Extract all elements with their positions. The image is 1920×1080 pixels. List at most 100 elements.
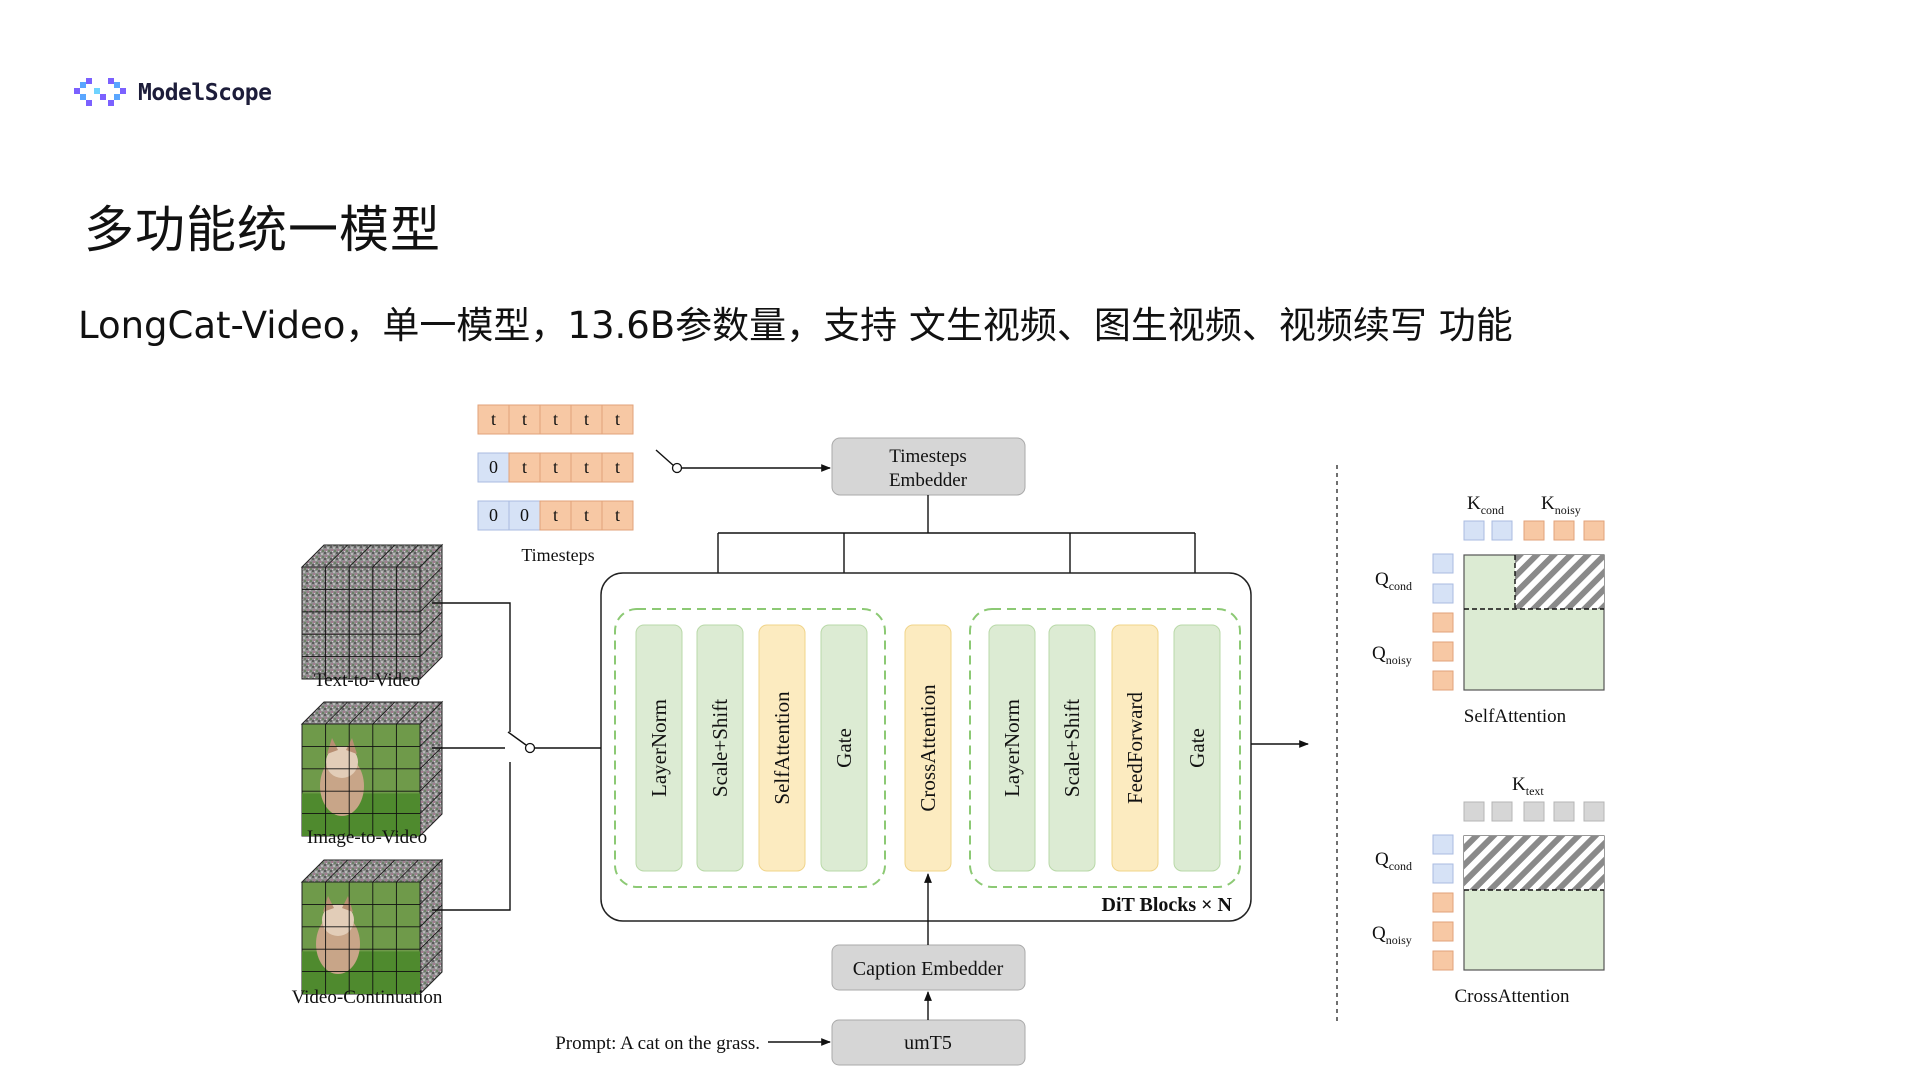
page-subtitle: LongCat-Video，单一模型，13.6B参数量，支持 文生视频、图生视频…: [78, 304, 1513, 347]
timestep-switch-lever: [655, 449, 675, 467]
dit-layer-layernorm-label: LayerNorm: [647, 699, 671, 797]
timestep-value: t: [522, 457, 527, 477]
timestep-cell: [601, 500, 634, 531]
dit-layer-scaleshift-label: Scale+Shift: [708, 699, 732, 797]
text-video-connector: [432, 602, 511, 732]
dit-layer-scaleshift: [696, 624, 744, 872]
cube-side-face: [419, 543, 443, 681]
timestep-cell: [539, 500, 572, 531]
cube-top-face: [300, 859, 444, 883]
page-title: 多功能统一模型: [84, 201, 441, 259]
dit-layer-layernorm-label: LayerNorm: [1000, 699, 1024, 797]
cube-top-face: [300, 544, 444, 568]
cube-grid-line: [419, 611, 443, 635]
ca-caption: CrossAttention: [1454, 986, 1570, 1007]
sa-query-token: [1432, 612, 1454, 633]
timestep-cell: [570, 500, 603, 531]
dit-layer-gate-label: Gate: [1185, 728, 1209, 768]
sa-key-token: [1553, 520, 1575, 541]
dit-group-attention: [614, 608, 886, 888]
sa-query-token: [1432, 641, 1454, 662]
cube-grid-line: [419, 791, 443, 814]
timesteps-embedder-label: Timesteps: [889, 446, 966, 467]
timestep-value: 0: [489, 505, 498, 525]
input-cube-video-continuation: [300, 858, 444, 996]
caption-embedder-label: Caption Embedder: [853, 958, 1004, 980]
modelscope-logo: ModelScope: [74, 78, 272, 108]
input-cube-text-to-video: [300, 543, 444, 681]
ca-key-token: [1463, 801, 1485, 822]
cube-top-face: [300, 701, 444, 725]
timestep-cell: [477, 452, 510, 483]
cube-grid-line: [372, 544, 396, 568]
dit-layer-layernorm: [988, 624, 1036, 872]
cat-head: [322, 904, 354, 936]
sa-caption: SelfAttention: [1464, 706, 1567, 727]
cube-grid-line: [419, 768, 443, 792]
dit-layer-gate-label: Gate: [832, 728, 856, 768]
cube-grid-line: [419, 926, 443, 950]
sa-key-token: [1463, 520, 1485, 541]
sa-key-token: [1491, 520, 1513, 541]
timestep-cell: [508, 452, 541, 483]
timestep-cell: [570, 452, 603, 483]
cube-grid-line: [419, 746, 443, 770]
cube-grid-line: [372, 859, 396, 883]
sa-q-noisy-label: Qnoisy: [1372, 643, 1412, 667]
dit-layer-crossattention-label: CrossAttention: [916, 684, 940, 812]
logo-text: ModelScope: [138, 80, 272, 106]
ca-key-token: [1523, 801, 1545, 822]
timestep-cell: [508, 404, 541, 435]
timestep-value: 0: [520, 505, 529, 525]
dit-blocks-label: DiT Blocks × N: [1102, 894, 1233, 916]
dit-group-feedforward: [969, 608, 1241, 888]
timestep-switch-pivot: [671, 462, 683, 474]
sa-k-cond-label: Kcond: [1467, 493, 1504, 517]
timestep-value: t: [553, 505, 558, 525]
timestep-value: t: [584, 409, 589, 429]
timestep-cell: [601, 452, 634, 483]
dit-layer-gate: [1173, 624, 1221, 872]
ca-query-token: [1432, 834, 1454, 855]
timestep-value: t: [584, 505, 589, 525]
sa-query-token: [1432, 553, 1454, 574]
timestep-value: t: [615, 409, 620, 429]
timesteps-embedder-label: Embedder: [889, 470, 968, 491]
cube-grid-line: [348, 859, 372, 883]
dit-layer-selfattention-label: SelfAttention: [770, 691, 794, 805]
timestep-cell: [570, 404, 603, 435]
prompt-label: Prompt: A cat on the grass.: [555, 1033, 760, 1054]
ca-key-token: [1491, 801, 1513, 822]
cube-grid-line: [419, 882, 443, 905]
cube-grid-line: [419, 904, 443, 928]
sa-masked-region: [1515, 555, 1604, 609]
timestep-cell: [539, 404, 572, 435]
input-label: Text-to-Video: [314, 670, 420, 691]
ca-q-noisy-label: Qnoisy: [1372, 923, 1412, 947]
cube-side-face: [419, 858, 443, 996]
ca-k-text-label: Ktext: [1512, 774, 1544, 798]
dit-layer-layernorm: [635, 624, 683, 872]
umt5-label: umT5: [904, 1032, 952, 1054]
sa-query-token: [1432, 670, 1454, 691]
sa-query-token: [1432, 583, 1454, 604]
input-cube-image-to-video: [300, 700, 444, 838]
ca-masked-region: [1464, 836, 1604, 890]
cube-grid-line: [419, 724, 443, 747]
cube-grid-line: [419, 589, 443, 613]
sa-key-token: [1523, 520, 1545, 541]
timestep-value: t: [584, 457, 589, 477]
timestep-value: t: [553, 457, 558, 477]
cube-grid-line: [419, 634, 443, 657]
timesteps-label: Timesteps: [521, 545, 594, 565]
cube-grid-line: [396, 859, 419, 883]
ca-key-token: [1583, 801, 1605, 822]
ca-key-token: [1553, 801, 1575, 822]
dit-layer-scaleshift-label: Scale+Shift: [1060, 699, 1084, 797]
cube-grid-line: [325, 859, 348, 883]
input-label: Image-to-Video: [307, 827, 427, 848]
cube-side-face: [419, 700, 443, 838]
cube-grid-line: [348, 701, 372, 725]
